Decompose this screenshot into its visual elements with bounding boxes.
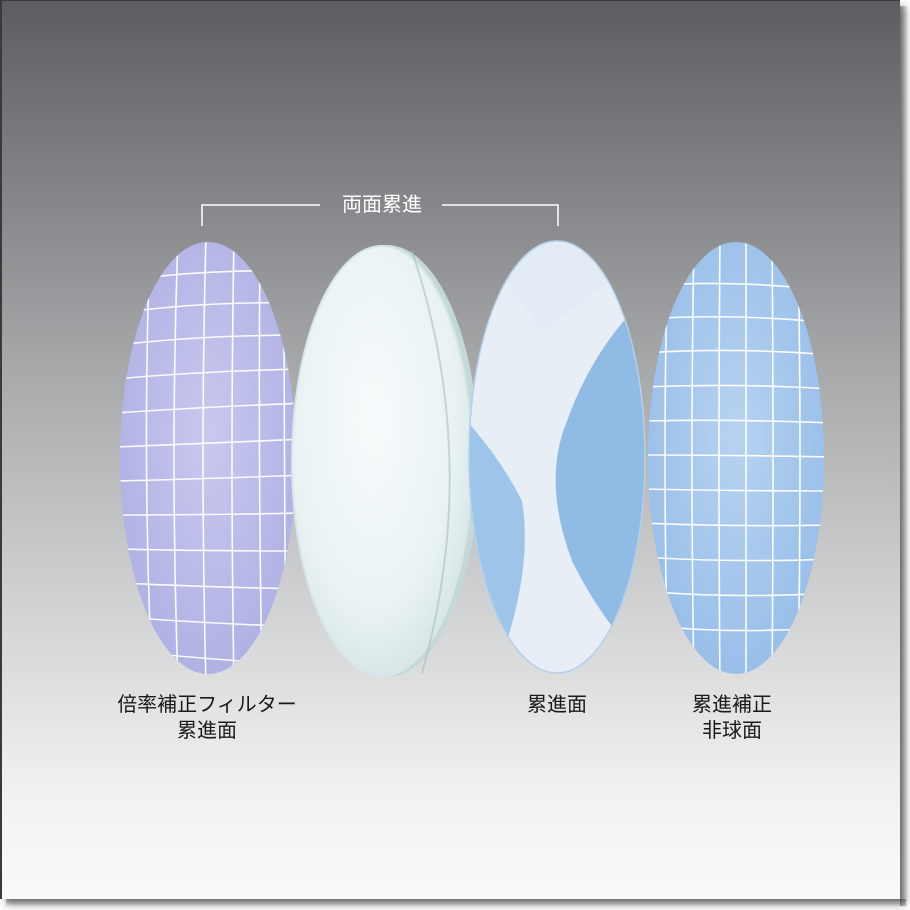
lens-right: [648, 242, 824, 674]
center-lens-label: 累進面: [527, 692, 587, 716]
frame-shadow-bottom: [6, 899, 906, 907]
frame-shadow-right: [900, 6, 908, 906]
bracket: [201, 204, 559, 226]
right-lens-label-line1: 累進補正: [692, 692, 772, 716]
right-lens-label: 累進補正 非球面: [677, 691, 787, 743]
left-lens-label: 倍率補正フィルター 累進面: [97, 691, 317, 743]
right-lens-label-line2: 非球面: [702, 718, 762, 742]
lens-progressive: [468, 240, 646, 674]
left-lens-label-line2: 累進面: [177, 718, 237, 742]
lens-clear: [291, 245, 479, 677]
left-lens-label-line1: 倍率補正フィルター: [117, 692, 297, 716]
lens-layers-illustration: [120, 204, 824, 677]
illustration-panel: 両面累進 倍率補正フィルター 累進面 累進面 累進補正 非球面: [0, 0, 900, 899]
bracket-label: 両面累進: [342, 192, 422, 216]
lens-left: [120, 242, 296, 674]
